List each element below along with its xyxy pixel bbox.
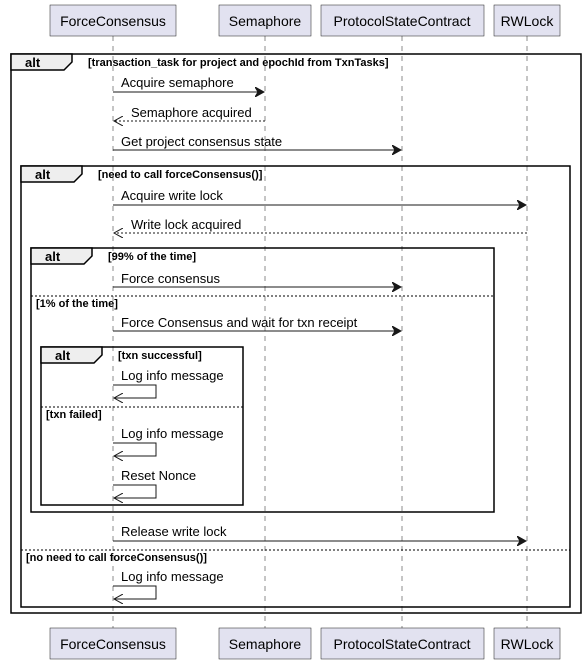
message-semaphore-acquired: Semaphore acquired bbox=[114, 105, 265, 121]
message-get-project-consensus-state: Get project consensus state bbox=[113, 134, 401, 150]
participant-label: RWLock bbox=[501, 636, 555, 652]
message-label: Force Consensus and wait for txn receipt bbox=[121, 315, 358, 330]
message-force-consensus-wait: Force Consensus and wait for txn receipt bbox=[113, 315, 401, 331]
alt-guard: [transaction_task for project and epochI… bbox=[88, 57, 389, 69]
participant-rwlock-bottom: RWLock bbox=[493, 627, 561, 660]
participant-semaphore-bottom: Semaphore bbox=[218, 627, 312, 660]
participant-protocol-state-contract-bottom: ProtocolStateContract bbox=[320, 627, 485, 660]
else-guard: [no need to call forceConsensus()] bbox=[26, 552, 207, 564]
alt-keyword: alt bbox=[25, 55, 41, 70]
alt-guard: [99% of the time] bbox=[108, 251, 196, 263]
participant-label: ForceConsensus bbox=[60, 13, 166, 29]
message-label: Acquire semaphore bbox=[121, 75, 234, 90]
participant-label: ProtocolStateContract bbox=[334, 636, 471, 652]
message-log-info-failed: Log info message bbox=[113, 426, 224, 456]
participant-force-consensus-top: ForceConsensus bbox=[49, 4, 177, 37]
message-label: Log info message bbox=[121, 569, 224, 584]
participant-label: RWLock bbox=[501, 13, 555, 29]
message-release-write-lock: Release write lock bbox=[113, 524, 526, 541]
participant-label: ProtocolStateContract bbox=[334, 13, 471, 29]
alt-keyword: alt bbox=[55, 348, 71, 363]
alt-guard: [txn successful] bbox=[118, 350, 202, 362]
alt-frame-force-needed: alt [need to call forceConsensus()] [no … bbox=[20, 165, 571, 608]
message-label: Acquire write lock bbox=[121, 188, 223, 203]
message-log-info-no-need: Log info message bbox=[113, 569, 224, 599]
alt-frame-outer: alt [transaction_task for project and ep… bbox=[10, 53, 582, 614]
participant-label: Semaphore bbox=[229, 13, 302, 29]
alt-guard: [need to call forceConsensus()] bbox=[98, 169, 263, 181]
message-label: Semaphore acquired bbox=[131, 105, 252, 120]
message-acquire-write-lock: Acquire write lock bbox=[113, 188, 526, 205]
else-guard: [1% of the time] bbox=[36, 298, 118, 310]
participant-label: ForceConsensus bbox=[60, 636, 166, 652]
alt-keyword: alt bbox=[45, 249, 61, 264]
message-label: Write lock acquired bbox=[131, 217, 241, 232]
participant-semaphore-top: Semaphore bbox=[218, 4, 312, 37]
message-label: Log info message bbox=[121, 426, 224, 441]
else-guard: [txn failed] bbox=[46, 409, 102, 421]
message-reset-nonce: Reset Nonce bbox=[113, 468, 196, 498]
message-force-consensus: Force consensus bbox=[113, 271, 401, 287]
message-acquire-semaphore: Acquire semaphore bbox=[113, 75, 264, 92]
participant-force-consensus-bottom: ForceConsensus bbox=[49, 627, 177, 660]
message-log-info-success: Log info message bbox=[113, 368, 224, 398]
participant-rwlock-top: RWLock bbox=[493, 4, 561, 37]
message-write-lock-acquired: Write lock acquired bbox=[114, 217, 527, 233]
message-label: Force consensus bbox=[121, 271, 220, 286]
message-label: Get project consensus state bbox=[121, 134, 282, 149]
alt-frame-probability: alt [99% of the time] [1% of the time] bbox=[30, 247, 495, 513]
participant-label: Semaphore bbox=[229, 636, 302, 652]
message-label: Release write lock bbox=[121, 524, 227, 539]
message-label: Reset Nonce bbox=[121, 468, 196, 483]
alt-frame-txn-result: alt [txn successful] [txn failed] bbox=[40, 346, 244, 506]
alt-keyword: alt bbox=[35, 167, 51, 182]
message-label: Log info message bbox=[121, 368, 224, 383]
participant-protocol-state-contract-top: ProtocolStateContract bbox=[320, 4, 485, 37]
